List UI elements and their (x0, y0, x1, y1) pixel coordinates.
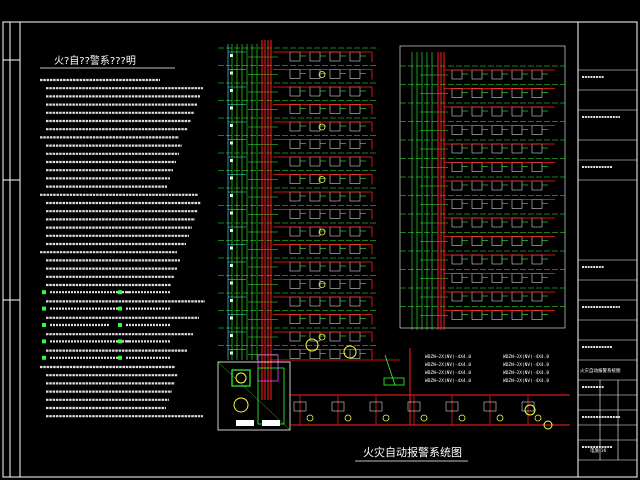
alarm-bell-icon (318, 71, 326, 78)
link-green (384, 354, 396, 386)
floor-label-mark (230, 71, 233, 75)
device-box (331, 401, 345, 412)
device-box (407, 401, 421, 412)
main-riser-diagram (218, 40, 400, 400)
floor-label-mark (230, 281, 233, 285)
legend-symbol (118, 290, 122, 295)
alarm-bell-icon (534, 414, 542, 422)
alarm-bell-icon (318, 123, 326, 131)
drawing-title: 火灾自动报警系统图 (363, 445, 462, 459)
alarm-bell-icon (318, 281, 326, 288)
legend-symbol (42, 306, 46, 311)
design-notes-panel: 火?自??警系???明 (40, 54, 205, 418)
riser-bundle-main (257, 40, 400, 400)
alarm-bell-icon (318, 228, 326, 236)
title-block-project: 火灾自动报警系统图 (580, 367, 621, 374)
floor-label-mark (230, 229, 233, 232)
module-box (383, 377, 405, 386)
legend-symbol (42, 290, 46, 295)
floor-label-mark (230, 194, 233, 197)
alarm-bell-icon (458, 414, 466, 422)
floor-grid-main (218, 44, 378, 360)
notes-text-lines (40, 78, 205, 418)
floor-label-mark (230, 141, 233, 145)
riser-label-3: WDZN—2X(NV)-4X4.0 (425, 370, 471, 376)
alarm-bell-icon (496, 414, 504, 422)
alarm-bell-icon (382, 414, 390, 422)
device-box (293, 401, 307, 412)
alarm-bell-icon (306, 414, 314, 422)
secondary-riser-diagram (399, 45, 566, 330)
alarm-bell-icon (318, 333, 326, 341)
legend-symbol (118, 339, 122, 344)
fire-control-room (217, 361, 291, 431)
floor-label-mark (230, 246, 233, 250)
riser-label-7: WDZN—2X(NV)-4X4.0 (503, 370, 549, 376)
control-panel-icon (235, 372, 247, 384)
floor-label-mark (230, 159, 233, 162)
pump-icon (543, 420, 553, 430)
legend-symbol (118, 323, 122, 327)
floor-label-mark (230, 176, 233, 180)
floor-grid-right (399, 45, 566, 330)
floor-label-mark (230, 106, 233, 110)
legend-symbol (42, 323, 46, 327)
legend-symbol (42, 339, 46, 344)
title-block-drawing-no: 电施-16 (590, 447, 606, 454)
pump-icon (305, 338, 319, 352)
riser-label-1: WDZN—2X(NV)-4X4.0 (425, 354, 471, 360)
device-box (483, 401, 497, 412)
legend-symbol (42, 355, 46, 360)
floor-label-mark (230, 211, 233, 215)
alarm-bell-icon (420, 414, 428, 422)
floor-label-mark (230, 89, 233, 92)
floor-label-mark (230, 264, 233, 267)
floor-label-mark (230, 334, 233, 337)
device-box (445, 401, 459, 412)
title-block: 火灾自动报警系统图 电施-16 (577, 21, 638, 478)
bottom-distribution (290, 348, 570, 430)
floor-label-mark (230, 54, 233, 57)
riser-label-8: WDZN—2X(NV)-4X4.0 (503, 378, 549, 384)
legend-symbol (118, 355, 122, 360)
riser-label-6: WDZN—2X(NV)-4X4.0 (503, 362, 549, 368)
riser-label-5: WDZN—2X(NV)-4X4.0 (503, 354, 549, 360)
alarm-bell-icon (318, 176, 326, 183)
floor-label-mark (230, 351, 233, 355)
riser-cable-labels: WDZN—2X(NV)-4X4.0 WDZN—2X(NV)-4X4.0 WDZN… (425, 354, 549, 384)
riser-label-4: WDZN—2X(NV)-4X4.0 (425, 378, 471, 384)
device-box (369, 401, 383, 412)
floor-label-mark (230, 299, 233, 302)
legend-symbol (118, 306, 122, 311)
pump-icon (524, 404, 536, 416)
alarm-bell-icon (344, 414, 352, 422)
pump-icon (343, 345, 357, 359)
floor-label-mark (230, 316, 233, 320)
riser-label-2: WDZN—2X(NV)-4X4.0 (425, 362, 471, 368)
right-frame (399, 45, 566, 329)
floor-label-mark (230, 124, 233, 127)
notes-title: 火?自??警系???明 (54, 54, 136, 67)
